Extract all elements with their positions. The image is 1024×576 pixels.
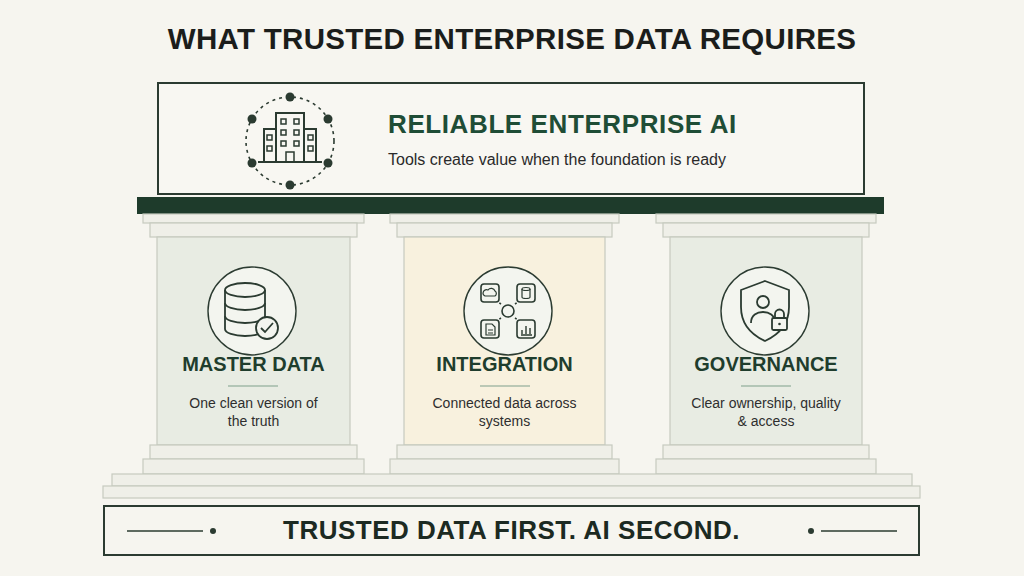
database-icon-part xyxy=(208,267,296,355)
body-text: Connected data across systems xyxy=(430,395,580,430)
pillar-structure-part xyxy=(397,223,612,237)
pillar-box: MASTER DATA One clean version of the trut… xyxy=(157,237,350,445)
building-icon-part-part xyxy=(308,135,313,140)
building-icon-part-part xyxy=(281,141,286,146)
integration-icon-part xyxy=(517,284,535,302)
pillar-structure-part xyxy=(143,459,364,474)
building-icon-part-part xyxy=(248,115,257,124)
building-icon-part-part xyxy=(267,146,272,151)
database-icon-part xyxy=(256,317,278,339)
pillar-structure xyxy=(103,214,920,498)
heading-text: INTEGRATION xyxy=(436,353,572,376)
building-icon-part-part xyxy=(294,130,299,135)
pillar-structure-part xyxy=(656,214,876,223)
building-icon xyxy=(246,93,334,190)
heading-text: RELIABLE ENTERPRISE AI xyxy=(388,109,737,140)
building-icon-part xyxy=(248,93,333,190)
beam xyxy=(137,197,884,214)
integration-icon-part xyxy=(481,320,499,338)
building-icon-part xyxy=(267,119,313,162)
building-icon-part xyxy=(276,113,304,162)
banner-decoration-part xyxy=(808,528,814,534)
building-icon-part xyxy=(246,97,334,185)
building-icon-part-part xyxy=(324,159,333,168)
pillar-structure-part xyxy=(143,214,364,223)
banner-decoration-part xyxy=(127,530,203,532)
banner-box: TRUSTED DATA FIRST. AI SECOND. xyxy=(103,505,920,556)
top-box-fill xyxy=(157,82,865,195)
database-icon-part xyxy=(225,283,265,297)
heading-text: MASTER DATA xyxy=(182,353,325,376)
building-icon-part-part xyxy=(267,135,272,140)
pillar-structure-part xyxy=(150,223,357,237)
pillar-structure-part xyxy=(663,223,869,237)
body-text: One clean version of the truth xyxy=(179,395,329,430)
building-icon-part-part xyxy=(281,130,286,135)
top-box-fill-part xyxy=(157,82,865,195)
building-icon-part-part xyxy=(294,119,299,124)
integration-icon-part xyxy=(517,320,535,338)
heading-divider-part xyxy=(480,385,530,386)
building-icon-part-part xyxy=(286,152,294,162)
heading-divider xyxy=(228,385,791,386)
pillar-structure-part xyxy=(656,459,876,474)
pillar-structure-part xyxy=(112,474,912,486)
shield-icon-part xyxy=(741,281,789,341)
integration-icon-part xyxy=(481,284,499,302)
building-icon-part-part xyxy=(324,115,333,124)
integration-icon-part xyxy=(522,288,530,291)
building-icon-part-part xyxy=(286,93,295,102)
pillar-structure-part xyxy=(390,459,619,474)
heading-divider-part xyxy=(228,385,278,386)
building-icon-part-part xyxy=(248,159,257,168)
shield-icon-part xyxy=(772,318,787,330)
integration-icon xyxy=(464,267,552,355)
building-icon-part-part xyxy=(308,146,313,151)
shield-icon-part xyxy=(778,323,781,326)
banner-decoration-part xyxy=(821,530,897,532)
pillar-structure-part xyxy=(404,237,605,445)
integration-icon-part xyxy=(502,305,514,317)
pillar-structure-part xyxy=(157,237,350,445)
building-icon-part xyxy=(304,129,316,162)
body-text: Clear ownership, quality & access xyxy=(691,395,841,430)
pillar-structure-part xyxy=(663,445,869,459)
shield-icon-part xyxy=(757,296,769,308)
header-box: RELIABLE ENTERPRISE AI Tools create value… xyxy=(157,82,865,195)
body-text: Tools create value when the foundation i… xyxy=(388,151,726,169)
heading-text: GOVERNANCE xyxy=(694,353,837,376)
pillar-structure-part xyxy=(103,486,920,498)
integration-icon-part xyxy=(483,288,496,296)
integration-icon-part xyxy=(522,289,530,299)
pillar-box: GOVERNANCE Clear ownership, quality & acc… xyxy=(670,237,862,445)
integration-icon-part xyxy=(498,302,518,320)
pillar-box: INTEGRATION Connected data across systems xyxy=(404,237,605,445)
banner-decoration-part xyxy=(210,528,216,534)
heading-text: TRUSTED DATA FIRST. AI SECOND. xyxy=(283,515,740,546)
building-icon-part-part xyxy=(286,181,295,190)
shield-icon-part xyxy=(721,267,809,355)
pillar-structure-part xyxy=(397,445,612,459)
integration-icon-part xyxy=(521,326,532,335)
database-icon-part xyxy=(261,323,273,332)
beam-part xyxy=(137,197,884,214)
integration-icon-part xyxy=(464,267,552,355)
building-icon-part xyxy=(264,129,276,162)
pillar-structure-part xyxy=(390,214,619,223)
building-icon-part-part xyxy=(281,119,286,124)
building-icon-part-part xyxy=(294,141,299,146)
database-icon-part xyxy=(225,303,265,310)
database-icon xyxy=(208,267,296,355)
integration-icon-part xyxy=(486,324,495,335)
title-text: WHAT TRUSTED ENTERPRISE DATA REQUIRES xyxy=(0,22,1024,56)
shield-icon xyxy=(721,267,809,355)
pillar-structure-part xyxy=(150,445,357,459)
shield-icon-part xyxy=(775,310,784,319)
pillar-structure-part xyxy=(670,237,862,445)
heading-divider-part xyxy=(741,385,791,386)
